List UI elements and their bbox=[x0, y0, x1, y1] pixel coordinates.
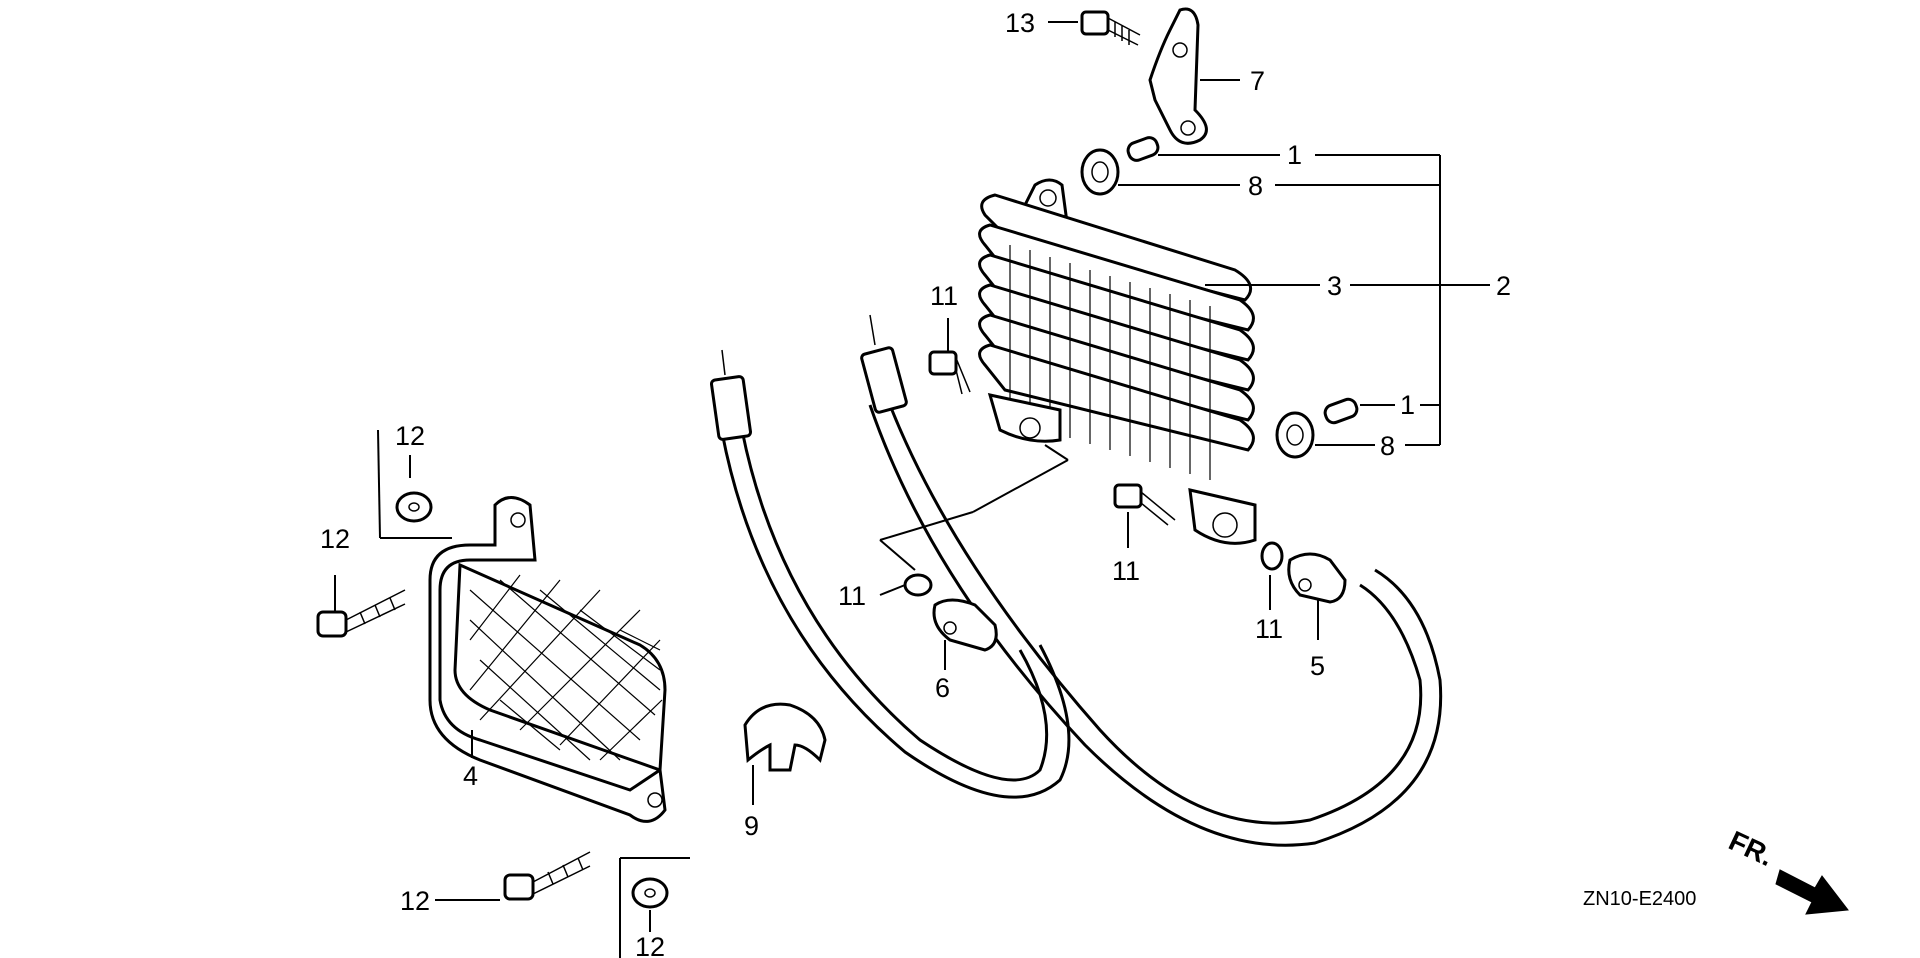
hose-left bbox=[709, 349, 1071, 799]
callout-6: 6 bbox=[935, 673, 950, 703]
callout-8-top: 8 bbox=[1248, 171, 1263, 201]
bolt-13 bbox=[1080, 10, 1141, 46]
collar-top bbox=[1126, 136, 1160, 162]
callout-8-bottom: 8 bbox=[1380, 431, 1395, 461]
callout-11-cooler-lower: 11 bbox=[1112, 556, 1140, 586]
bolt-11-upper bbox=[928, 350, 971, 395]
bolt-11-guard-lower bbox=[503, 851, 591, 901]
fitting-6 bbox=[932, 598, 998, 652]
callout-12-lower: 12 bbox=[635, 932, 665, 958]
bolt-11-lower-cooler bbox=[1113, 483, 1176, 526]
front-direction-arrow: FR. bbox=[1724, 825, 1849, 915]
callout-3: 3 bbox=[1327, 271, 1342, 301]
hose-right bbox=[860, 314, 1443, 847]
callout-10-right: 11 bbox=[1255, 614, 1283, 644]
callout-9: 9 bbox=[744, 811, 759, 841]
collar-bottom bbox=[1323, 397, 1359, 425]
washer-10-left bbox=[903, 573, 933, 597]
callout-5: 5 bbox=[1310, 651, 1325, 681]
grommet-bottom bbox=[1275, 411, 1315, 459]
callout-11-cooler-upper: 11 bbox=[930, 281, 958, 311]
callout-7: 7 bbox=[1250, 66, 1265, 96]
oil-cooler bbox=[978, 178, 1257, 545]
callout-1-top: 1 bbox=[1287, 140, 1302, 170]
callout-1-bottom: 1 bbox=[1400, 390, 1415, 420]
washer-10-right bbox=[1260, 541, 1284, 571]
grommet-top bbox=[1080, 148, 1120, 196]
callout-13: 13 bbox=[1005, 8, 1035, 38]
callout-4: 4 bbox=[463, 761, 478, 791]
arrow-icon bbox=[1775, 869, 1849, 915]
leader-lines bbox=[334, 21, 1490, 958]
callout-2: 2 bbox=[1496, 271, 1511, 301]
washer-12-upper bbox=[395, 491, 433, 523]
callouts: 13 7 1 8 3 2 1 8 11 11 11 11 5 6 12 12 4… bbox=[320, 8, 1511, 958]
callout-11-guard-upper: 12 bbox=[320, 524, 350, 554]
hose-clamp bbox=[743, 702, 827, 772]
diagram-code: ZN10-E2400 bbox=[1583, 888, 1696, 910]
bracket bbox=[1148, 7, 1208, 145]
washer-12-lower bbox=[631, 877, 669, 909]
callout-10-left: 11 bbox=[838, 581, 866, 611]
callout-12-upper: 12 bbox=[395, 421, 425, 451]
front-marker-label: FR. bbox=[1724, 825, 1778, 872]
bolt-11-guard-upper bbox=[316, 589, 406, 638]
callout-11-guard-lower: 12 bbox=[400, 886, 430, 916]
fitting-5 bbox=[1287, 552, 1347, 604]
oil-cooler-guard bbox=[428, 496, 667, 823]
